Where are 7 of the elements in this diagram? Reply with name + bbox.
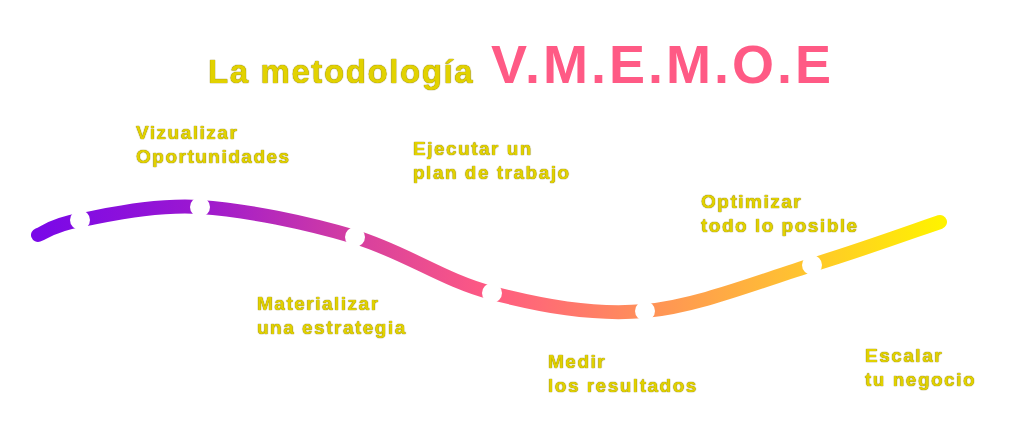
step-label: Medir los resultados bbox=[548, 350, 698, 398]
step-label: Optimizar todo lo posible bbox=[701, 190, 859, 238]
step-label: Vizualizar Oportunidades bbox=[136, 121, 291, 169]
title: La metodología V.M.E.M.O.E bbox=[208, 34, 835, 96]
step-label: Ejecutar un plan de trabajo bbox=[413, 137, 571, 185]
step-label: Escalar tu negocio bbox=[865, 344, 977, 392]
step-label: Materializar una estrategia bbox=[257, 292, 407, 340]
